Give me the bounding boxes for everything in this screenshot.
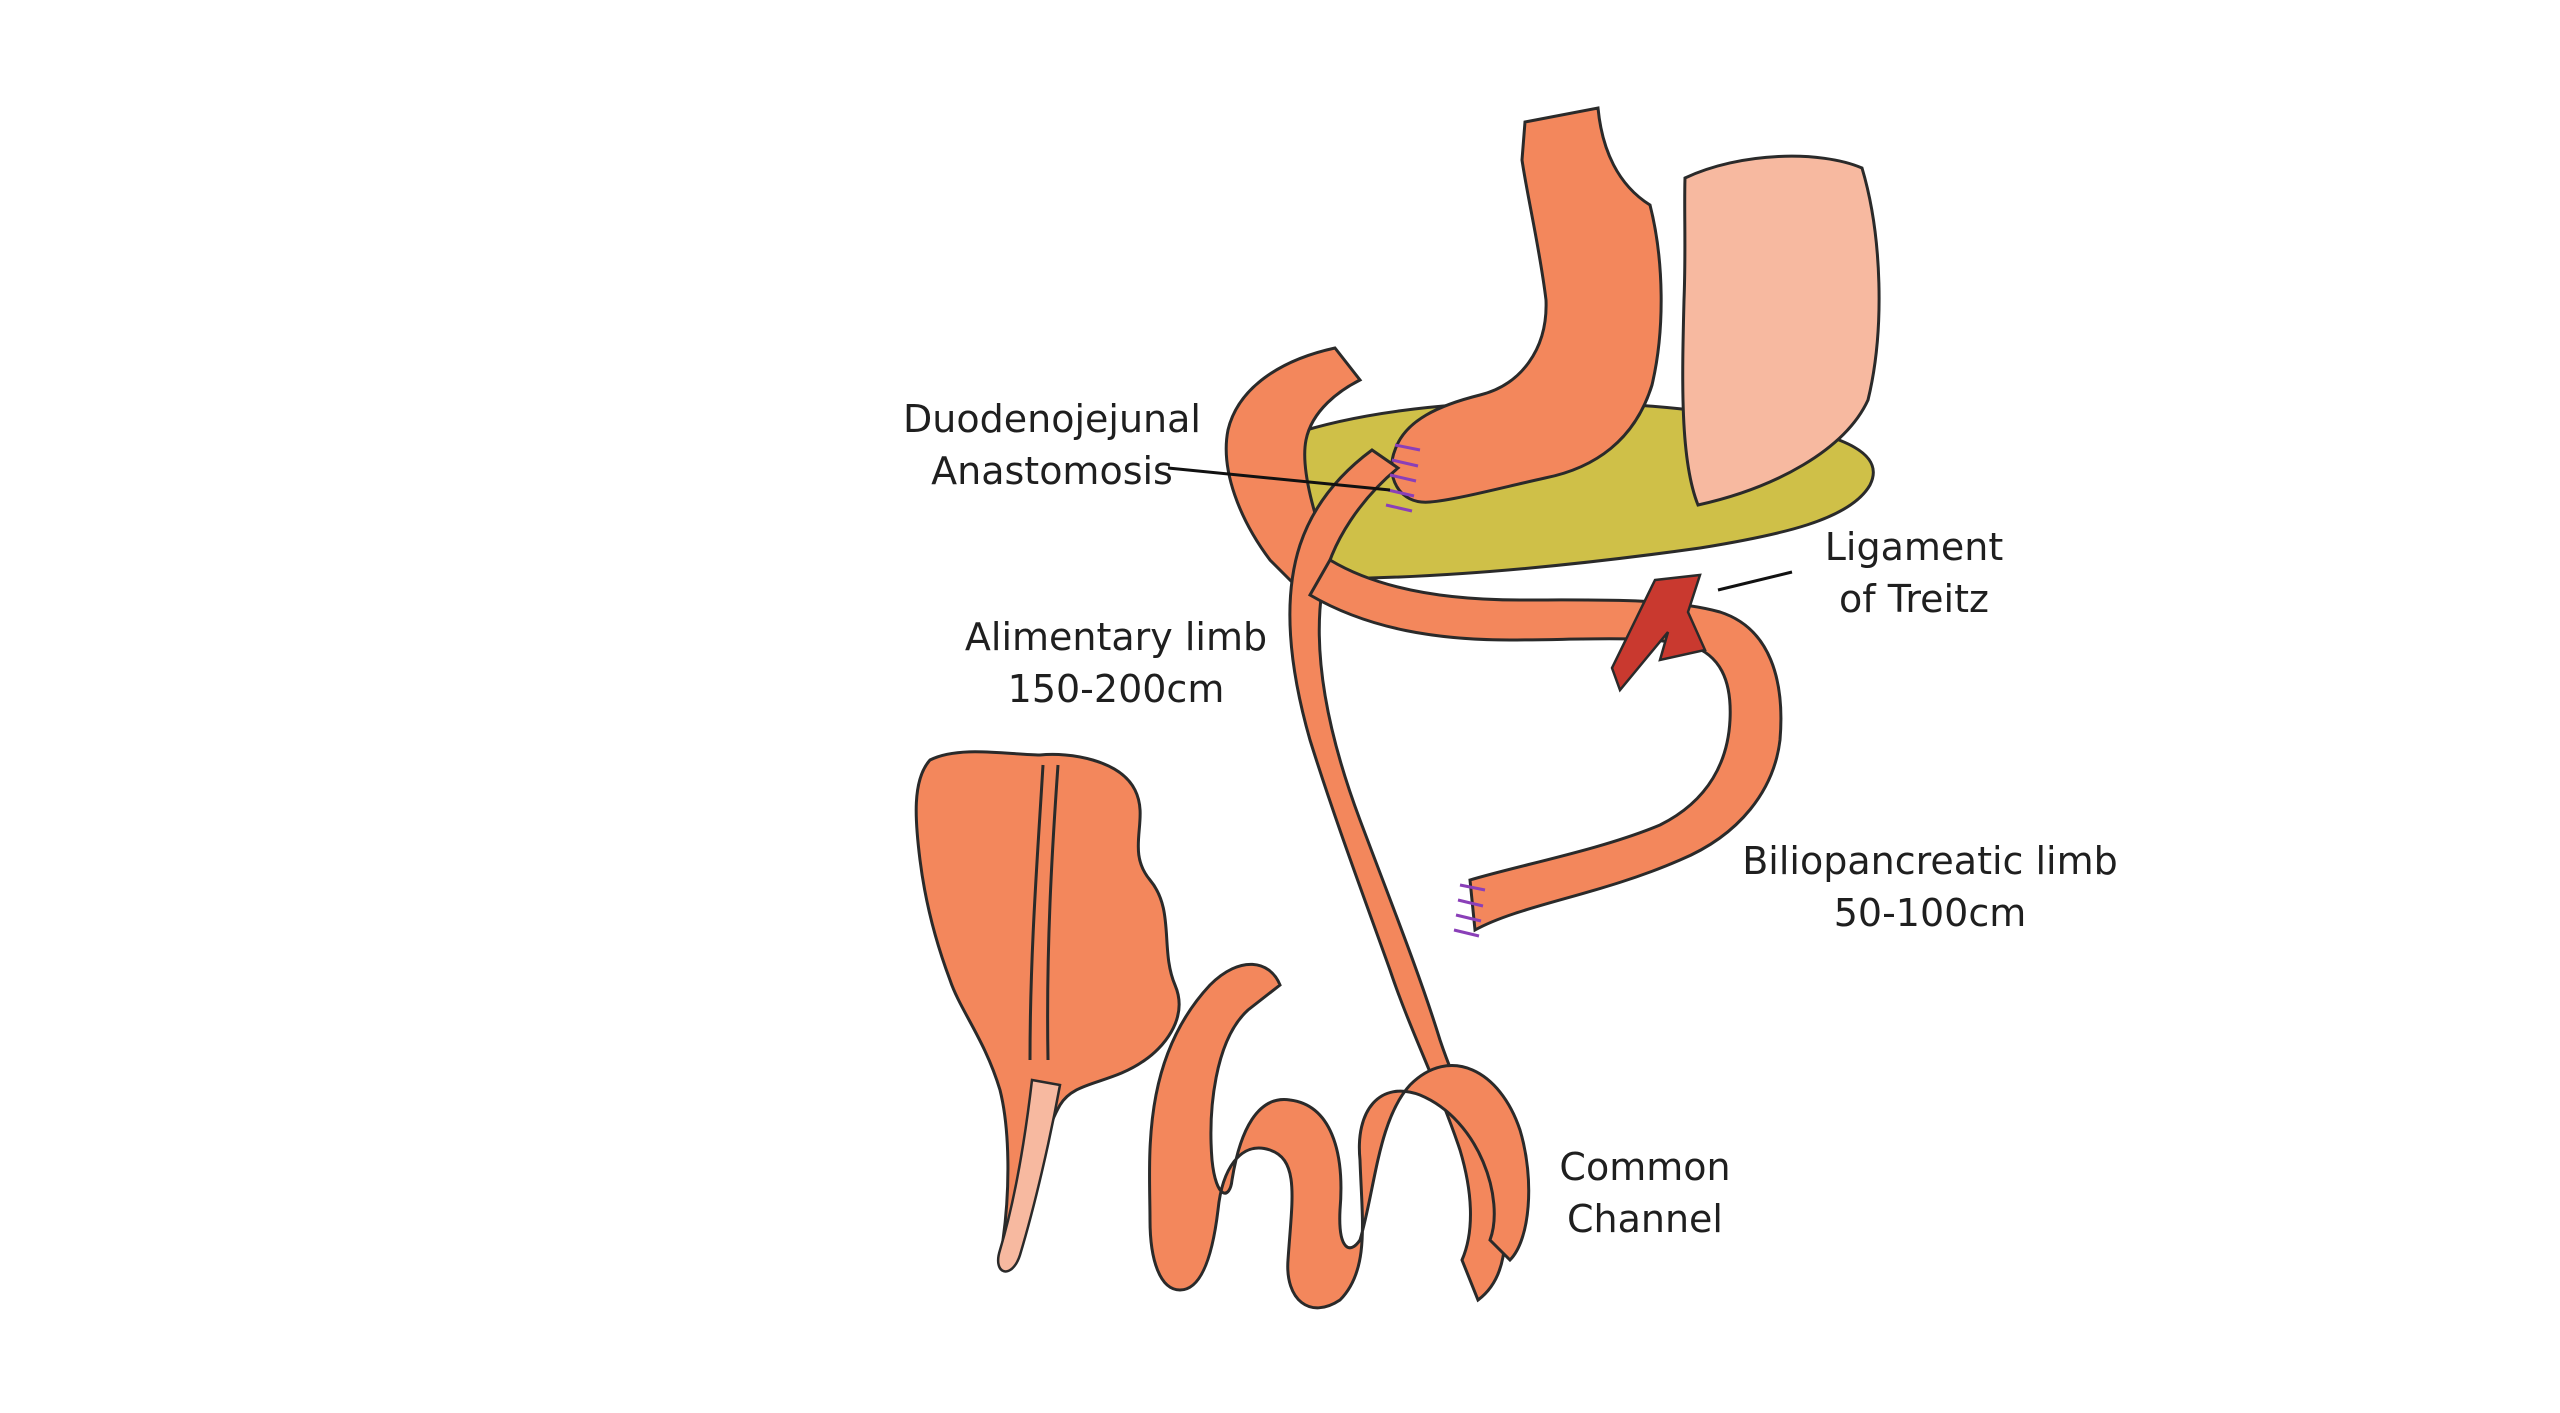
label-biliopancreatic-2: 50-100cm — [1834, 891, 2027, 935]
label-ligament-2: of Treitz — [1839, 577, 1989, 621]
suture-anastomosis — [1385, 443, 1421, 513]
label-common-2: Channel — [1567, 1197, 1723, 1241]
suture-jejunojejunal — [1453, 883, 1486, 938]
duodenal-segment — [1224, 346, 1363, 593]
gastric-pouch — [1390, 106, 1663, 504]
taenia-coli-2 — [1046, 764, 1060, 1061]
common-channel — [1148, 962, 1531, 1310]
stomach-remnant — [1681, 154, 1881, 507]
label-alimentary-1: Alimentary limb — [965, 615, 1267, 659]
label-alimentary-2: 150-200cm — [1008, 667, 1225, 711]
label-duodenojejunal-2: Anastomosis — [931, 449, 1173, 493]
leader-ligament — [1717, 570, 1793, 592]
appendix — [997, 1078, 1062, 1273]
ligament-of-treitz — [1610, 573, 1707, 693]
label-ligament-1: Ligament — [1825, 525, 2004, 569]
label-duodenojejunal-1: Duodenojejunal — [903, 397, 1201, 441]
leader-duodenojejunal — [1167, 466, 1391, 492]
taenia-coli — [1028, 764, 1045, 1061]
label-biliopancreatic-1: Biliopancreatic limb — [1742, 839, 2118, 883]
label-common-1: Common — [1559, 1145, 1730, 1189]
